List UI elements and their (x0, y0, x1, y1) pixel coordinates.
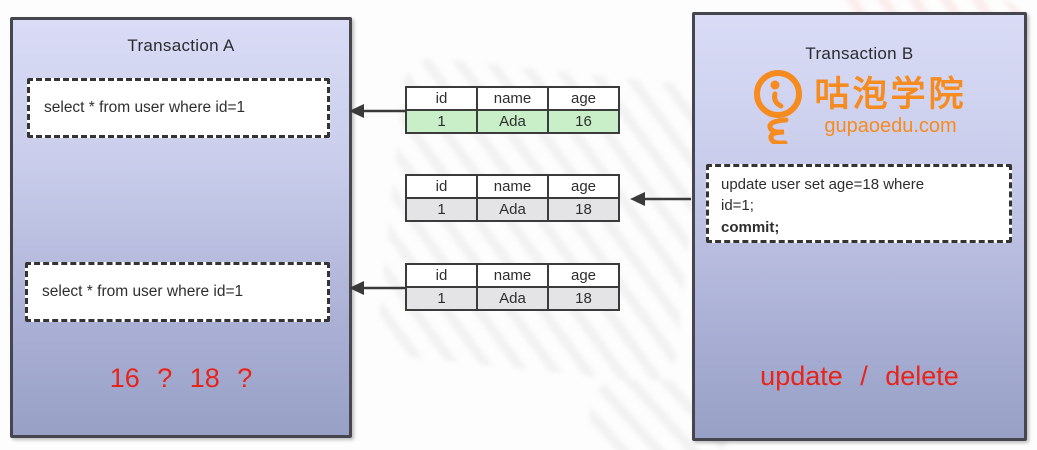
arrow-table1-to-transaction-a (349, 104, 406, 118)
arrow-table3-to-transaction-a (349, 281, 406, 295)
table-data-row: 1 Ada 18 (405, 197, 620, 222)
update-delete-caption: update / delete (760, 361, 959, 391)
select-query-2-text: select * from user where id=1 (42, 283, 244, 300)
lightbulb-icon (754, 70, 803, 144)
header-age: age (547, 263, 620, 288)
table-header-row: id name age (405, 263, 620, 288)
cell-name: Ada (476, 197, 549, 222)
header-name: name (476, 174, 549, 199)
gupao-logo-text: 咕泡学院 gupaoedu.com (814, 77, 966, 136)
cell-id: 1 (405, 286, 478, 311)
gupao-brand-url: gupaoedu.com (824, 114, 957, 137)
transaction-a-title: Transaction A (127, 36, 235, 55)
cell-id: 1 (405, 109, 478, 134)
question-16-18: 16 ? 18 ? (109, 363, 253, 393)
gupao-logo: 咕泡学院 gupaoedu.com (692, 62, 1027, 150)
update-query-box: update user set age=18 where id=1; commi… (706, 164, 1012, 243)
select-query-box-1: select * from user where id=1 (27, 78, 330, 138)
table-data-row: 1 Ada 16 (405, 109, 620, 134)
user-table-snapshot-2: id name age 1 Ada 18 (405, 174, 620, 222)
update-sql-line3: commit; (721, 218, 780, 236)
select-query-box-2: select * from user where id=1 (25, 262, 330, 322)
cell-id: 1 (405, 197, 478, 222)
cell-age: 18 (547, 286, 620, 311)
cell-name: Ada (476, 286, 549, 311)
header-age: age (547, 86, 620, 111)
transaction-b-title: Transaction B (805, 44, 914, 63)
cell-age: 16 (547, 109, 620, 134)
gupao-brand-cn: 咕泡学院 (814, 74, 967, 114)
table-header-row: id name age (405, 86, 620, 111)
select-query-1-text: select * from user where id=1 (44, 99, 246, 116)
header-name: name (476, 86, 549, 111)
table-header-row: id name age (405, 174, 620, 199)
header-id: id (405, 263, 478, 288)
cell-age: 18 (547, 197, 620, 222)
header-id: id (405, 174, 478, 199)
update-sql-line2: id=1; (721, 197, 754, 215)
header-id: id (405, 86, 478, 111)
header-age: age (547, 174, 620, 199)
header-name: name (476, 263, 549, 288)
user-table-snapshot-3: id name age 1 Ada 18 (405, 263, 620, 311)
table-data-row: 1 Ada 18 (405, 286, 620, 311)
arrow-transaction-b-to-table2 (630, 192, 691, 206)
cell-name: Ada (476, 109, 549, 134)
update-sql-line1: update user set age=18 where (721, 176, 925, 193)
user-table-snapshot-1: id name age 1 Ada 16 (405, 86, 620, 134)
